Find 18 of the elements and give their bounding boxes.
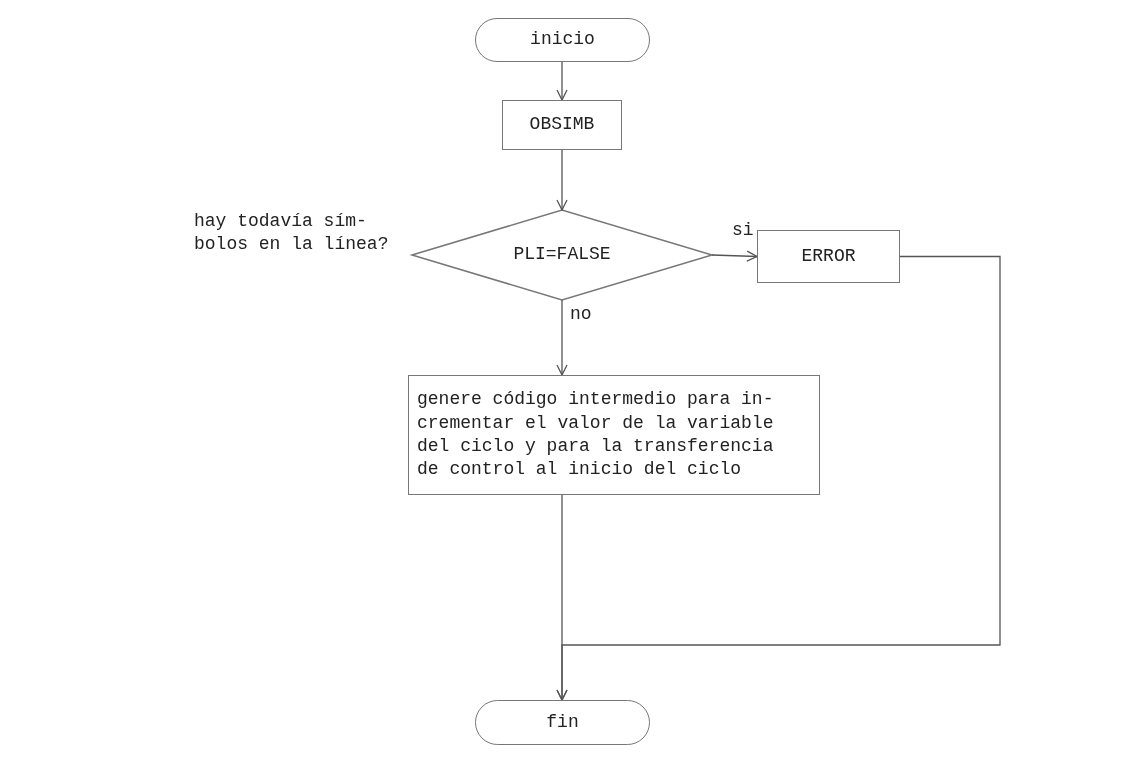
annotation-text: hay todavía sím- bolos en la línea? [194, 210, 390, 257]
arrow [556, 149, 568, 211]
process-box [757, 230, 900, 283]
node-label: fin [546, 710, 579, 734]
terminal-shape [475, 18, 650, 62]
arrow [556, 61, 568, 101]
decision-diamond [409, 209, 715, 301]
node-label: inicio [530, 28, 595, 52]
process-box [502, 100, 622, 150]
node-label: PLI=FALSE [513, 243, 611, 267]
arrow [556, 255, 1001, 701]
terminal-shape [475, 700, 650, 745]
arrow [556, 299, 568, 376]
process-box [408, 375, 820, 495]
box-text: genere código intermedio para in- crementar el valor de la variable del ciclo y para la transferencia de control al inicio del ciclo [417, 388, 775, 482]
node-label: ERROR [801, 244, 856, 268]
arrow [711, 250, 758, 262]
node-label: OBSIMB [529, 113, 595, 137]
